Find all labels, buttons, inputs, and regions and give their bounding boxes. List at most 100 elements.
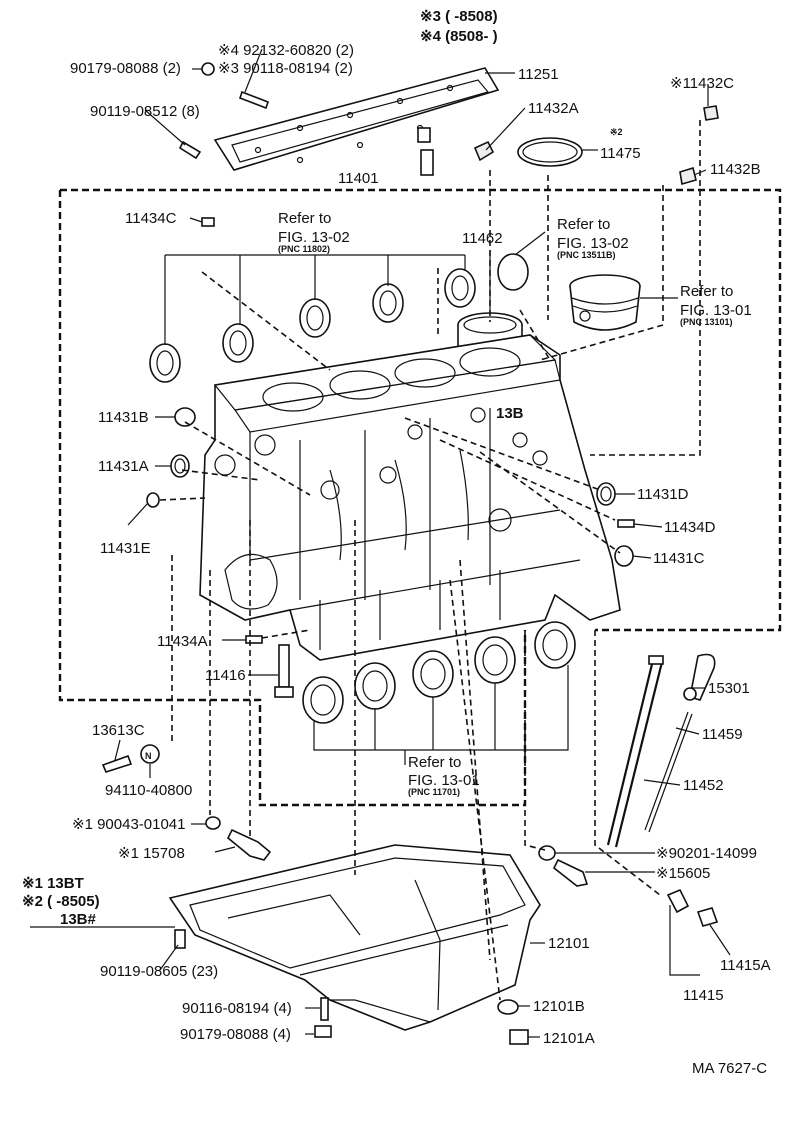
- ref-fig-13-01-a-line2: FIG. 13-01: [680, 302, 752, 319]
- drain-plug-15605[interactable]: [552, 858, 589, 887]
- label-12101a: 12101A: [543, 1030, 595, 1047]
- label-11432a: 11432A: [528, 100, 579, 117]
- label-11431c: 11431C: [653, 550, 705, 567]
- ref-fig-13-02-b-line1: Refer to: [557, 216, 610, 233]
- oil-pressure-switch[interactable]: [226, 828, 272, 861]
- legend-line-3: 13B#: [60, 911, 97, 928]
- bolt-11416[interactable]: [274, 644, 294, 698]
- expansion-plug[interactable]: [497, 253, 529, 291]
- stud-13613c[interactable]: [101, 754, 133, 773]
- dowel-sleeve[interactable]: [417, 127, 434, 176]
- label-11251: 11251: [518, 66, 559, 83]
- label-90179a: 90179-08088 (2): [70, 60, 181, 77]
- label-13613c: 13613C: [92, 722, 145, 739]
- label-11415: 11415: [683, 987, 724, 1004]
- label-11452: 11452: [683, 777, 724, 794]
- ref-fig-13-01-b-pnc: (PNC 11701): [408, 787, 460, 797]
- label-90118: ※3 90118-08194 (2): [218, 60, 353, 77]
- oil-pan[interactable]: [168, 844, 541, 1031]
- ref-fig-13-02-b-line2: FIG. 13-02: [557, 235, 629, 252]
- label-92132: ※4 92132-60820 (2): [218, 42, 354, 59]
- seal-11431d[interactable]: [596, 482, 616, 506]
- drawing-code: MA 7627-C: [692, 1060, 767, 1077]
- label-11416: 11416: [205, 667, 246, 684]
- ref-fig-13-01-b-line1: Refer to: [408, 754, 461, 771]
- cylinder-head-cover-gasket[interactable]: [213, 67, 500, 171]
- label-11432c: ※11432C: [670, 75, 734, 92]
- main-bearing-lower: [302, 621, 576, 724]
- plug-11415[interactable]: [666, 888, 690, 914]
- note-3: ※3 ( -8508): [420, 8, 498, 25]
- assembly-boundary: [58, 188, 782, 807]
- gasket-90201[interactable]: [538, 845, 556, 861]
- label-11431b: 11431B: [98, 409, 149, 426]
- seal-11431c[interactable]: [614, 545, 634, 567]
- gasket-12101b[interactable]: [497, 999, 519, 1015]
- note-4: ※4 (8508- ): [420, 28, 498, 45]
- plug-11432b[interactable]: [679, 166, 697, 186]
- label-90179b: 90179-08088 (4): [180, 1026, 291, 1043]
- pin-11434d[interactable]: [617, 519, 635, 528]
- label-11475: 11475: [600, 145, 641, 162]
- piston[interactable]: [569, 274, 641, 331]
- label-11434d: 11434D: [664, 519, 716, 536]
- label-11431e: 11431E: [100, 540, 151, 557]
- label-11462: 11462: [462, 230, 503, 247]
- ref-fig-13-01-a-line1: Refer to: [680, 283, 733, 300]
- label-94110: 94110-40800: [105, 782, 192, 799]
- pan-nut-90179[interactable]: [314, 1025, 332, 1038]
- ref-fig-13-02-a-line2: FIG. 13-02: [278, 229, 350, 246]
- pin-11434a[interactable]: [245, 635, 263, 644]
- reference-dashed-lines: [159, 120, 701, 1001]
- svg-text:N: N: [145, 751, 152, 761]
- cylinder-block[interactable]: [199, 334, 621, 661]
- oil-level-gauge-guide[interactable]: [606, 655, 664, 848]
- label-90043: ※1 90043-01041: [72, 816, 186, 833]
- label-11401: 11401: [338, 170, 379, 187]
- label-11432b: 11432B: [710, 161, 761, 178]
- label-15301: 15301: [708, 680, 750, 697]
- pin-11434c[interactable]: [201, 217, 215, 227]
- main-bearing-upper: [149, 268, 476, 383]
- label-11415a: 11415A: [720, 957, 771, 974]
- ref-fig-13-02-a-pnc: (PNC 11802): [278, 244, 330, 254]
- label-90119b: 90119-08605 (23): [100, 963, 218, 980]
- stud-bolt[interactable]: [238, 90, 270, 110]
- ref-fig-13-02-a-line1: Refer to: [278, 210, 331, 227]
- drain-plug-12101a[interactable]: [509, 1029, 529, 1045]
- legend-line-1: ※1 13BT: [22, 875, 84, 892]
- label-90116: 90116-08194 (4): [182, 1000, 292, 1017]
- plug-11431b[interactable]: [174, 407, 196, 427]
- pan-bolt-90119[interactable]: [174, 929, 186, 949]
- leader-lines: [30, 48, 731, 1038]
- block-casting-mark: 13B: [496, 405, 524, 422]
- ref-fig-13-02-b-pnc: (PNC 13511B): [557, 250, 616, 260]
- label-15708: ※1 15708: [118, 845, 185, 862]
- o-ring-11475[interactable]: [517, 137, 583, 167]
- gasket-90043[interactable]: [205, 816, 221, 830]
- label-11459: 11459: [702, 726, 743, 743]
- oil-level-gauge[interactable]: [644, 653, 716, 833]
- label-15605: ※15605: [656, 865, 710, 882]
- plug-11415a[interactable]: [696, 907, 719, 927]
- label-11431a: 11431A: [98, 458, 149, 475]
- nut[interactable]: [201, 62, 215, 76]
- bolt[interactable]: [178, 140, 202, 160]
- label-11431d: 11431D: [637, 486, 689, 503]
- label-11475-mark: ※2: [610, 127, 623, 137]
- label-12101b: 12101B: [533, 998, 585, 1015]
- plug-11432c[interactable]: [703, 105, 719, 121]
- label-90119a: 90119-08512 (8): [90, 103, 200, 120]
- seal-11431e[interactable]: [146, 492, 160, 508]
- label-11434c: 11434C: [125, 210, 177, 227]
- nut-94110[interactable]: N: [140, 744, 160, 764]
- label-11434a: 11434A: [157, 633, 208, 650]
- label-12101: 12101: [548, 935, 590, 952]
- pan-stud-90116[interactable]: [320, 997, 329, 1021]
- label-90201: ※90201-14099: [656, 845, 757, 862]
- part-labels: ※3 ( -8508) ※4 (8508- ) ※4 92132-60820 (…: [22, 8, 771, 1077]
- ref-fig-13-01-b-line2: FIG. 13-01: [408, 772, 480, 789]
- ref-fig-13-01-a-pnc: (PNC 13101): [680, 317, 733, 327]
- seal-11431a[interactable]: [170, 454, 190, 478]
